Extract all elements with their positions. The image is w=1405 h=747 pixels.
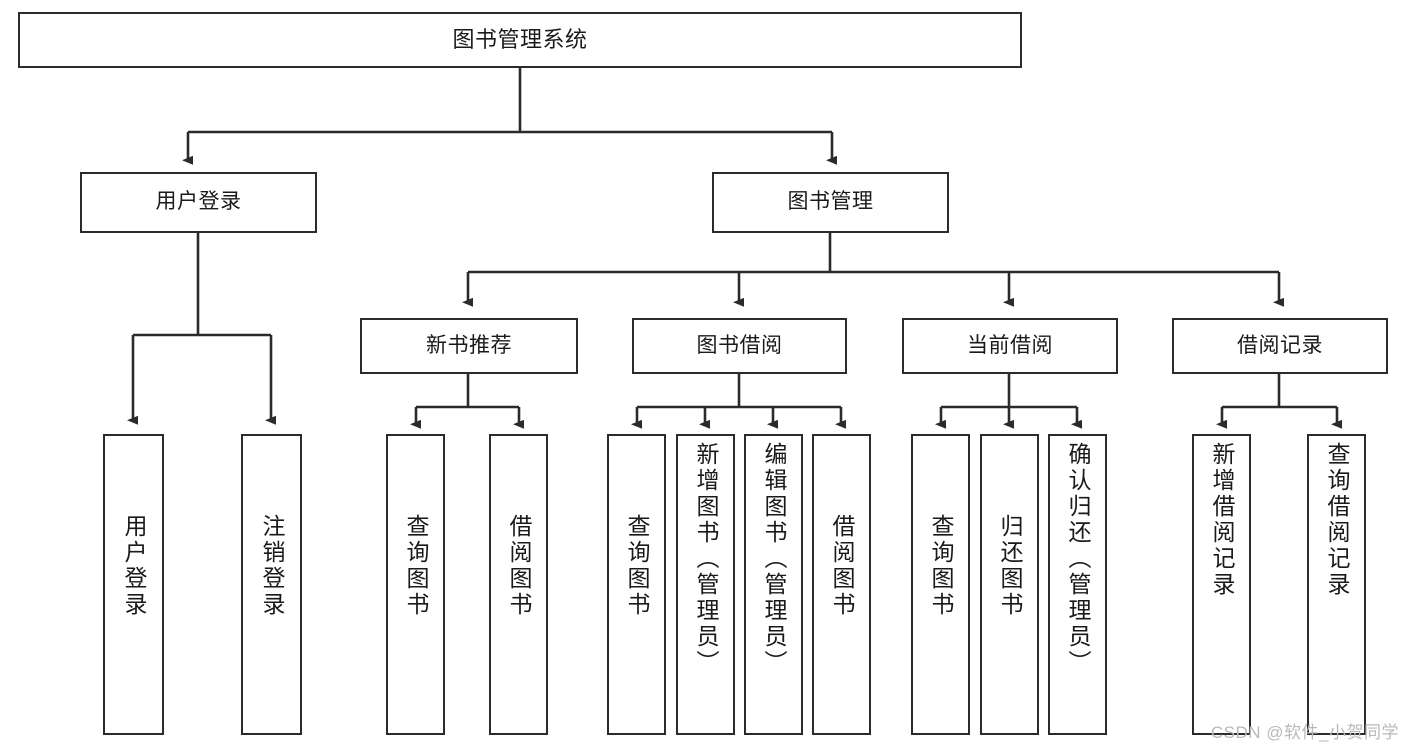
node-label: 编辑图书（管理员） <box>761 442 787 676</box>
node-root-library-system[interactable]: 图书管理系统 <box>18 12 1022 68</box>
node-label: 查询图书 <box>403 514 429 618</box>
node-label: 借阅记录 <box>1237 333 1323 357</box>
leaf-edit-book-admin[interactable]: 编辑图书（管理员） <box>744 434 803 735</box>
node-label: 用户登录 <box>155 190 242 214</box>
node-label: 借阅图书 <box>829 514 855 618</box>
node-user-login[interactable]: 用户登录 <box>80 172 317 233</box>
node-label: 确认归还（管理员） <box>1065 442 1091 676</box>
node-book-management[interactable]: 图书管理 <box>712 172 949 233</box>
node-label: 图书管理系统 <box>452 27 588 53</box>
node-label: 查询图书 <box>928 514 954 618</box>
node-label: 查询图书 <box>624 514 650 618</box>
node-label: 新增借阅记录 <box>1209 442 1235 598</box>
node-book-borrow[interactable]: 图书借阅 <box>632 318 847 374</box>
leaf-logout[interactable]: 注销登录 <box>241 434 302 735</box>
node-label: 查询借阅记录 <box>1324 442 1350 598</box>
node-label: 当前借阅 <box>967 333 1053 357</box>
node-borrow-records[interactable]: 借阅记录 <box>1172 318 1388 374</box>
node-label: 注销登录 <box>259 514 285 618</box>
leaf-query-book-current[interactable]: 查询图书 <box>911 434 970 735</box>
node-label: 图书借阅 <box>696 333 783 357</box>
node-label: 新增图书（管理员） <box>693 442 719 676</box>
leaf-confirm-return-admin[interactable]: 确认归还（管理员） <box>1048 434 1107 735</box>
node-label: 图书管理 <box>787 190 874 214</box>
node-label: 新书推荐 <box>426 333 512 357</box>
leaf-borrow-book[interactable]: 借阅图书 <box>812 434 871 735</box>
leaf-borrow-book-recommend[interactable]: 借阅图书 <box>489 434 548 735</box>
node-label: 归还图书 <box>997 514 1023 618</box>
leaf-add-book-admin[interactable]: 新增图书（管理员） <box>676 434 735 735</box>
node-label: 借阅图书 <box>506 514 532 618</box>
node-new-book-recommend[interactable]: 新书推荐 <box>360 318 578 374</box>
leaf-query-book-recommend[interactable]: 查询图书 <box>386 434 445 735</box>
leaf-query-borrow-record[interactable]: 查询借阅记录 <box>1307 434 1366 735</box>
leaf-query-book-borrow[interactable]: 查询图书 <box>607 434 666 735</box>
node-label: 用户登录 <box>121 514 147 618</box>
leaf-user-login[interactable]: 用户登录 <box>103 434 164 735</box>
watermark: CSDN @软件_小贺同学 <box>1210 723 1399 742</box>
node-current-borrow[interactable]: 当前借阅 <box>902 318 1118 374</box>
leaf-add-borrow-record[interactable]: 新增借阅记录 <box>1192 434 1251 735</box>
leaf-return-book[interactable]: 归还图书 <box>980 434 1039 735</box>
